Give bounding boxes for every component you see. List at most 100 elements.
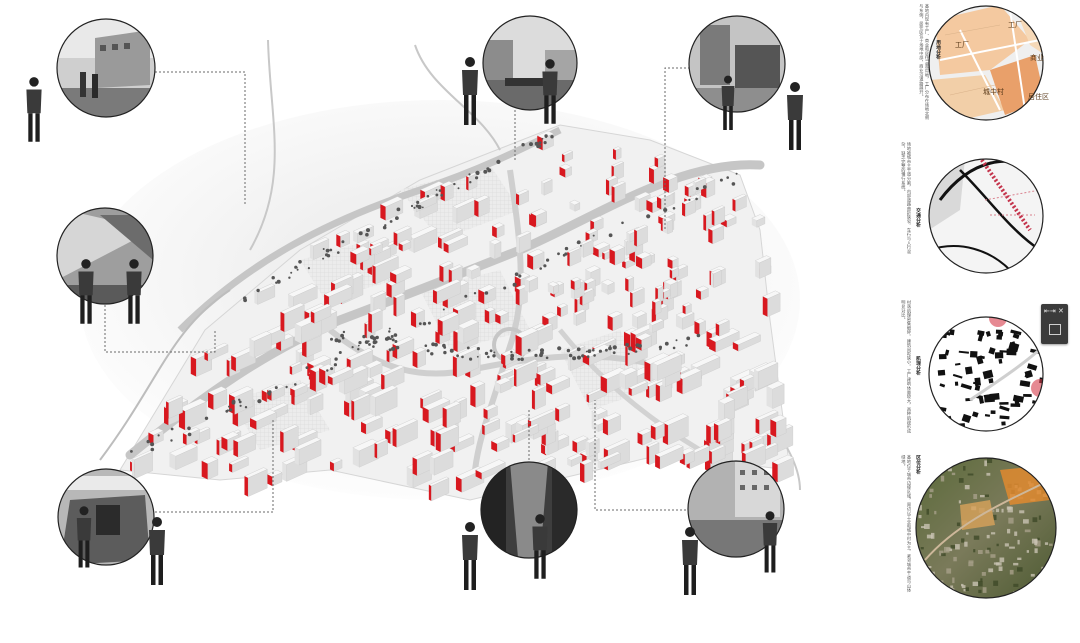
tree-dot: [443, 350, 447, 355]
tree-dot: [589, 349, 592, 352]
tree-dot: [568, 353, 573, 358]
tree-dot: [257, 399, 262, 404]
tree-dot: [305, 366, 309, 369]
tree-dot: [469, 357, 473, 361]
tree-dot: [609, 345, 612, 347]
building-block: [131, 450, 154, 480]
side-text-texture: 村落肌理密集细碎，建筑间距狭小，工厂建筑体量较大，两种肌理形成明显对比。: [901, 300, 912, 433]
tree-dot: [719, 178, 723, 182]
window-icon[interactable]: [1049, 324, 1061, 335]
tree-dot: [430, 352, 434, 356]
tree-dot: [296, 266, 298, 269]
tree-dot: [394, 340, 398, 343]
tree-dot: [382, 225, 387, 230]
building-block: [207, 386, 228, 411]
building-block: [611, 161, 625, 182]
tree-dot: [518, 274, 522, 278]
building-block: [732, 331, 761, 352]
tree-dot: [564, 246, 569, 251]
tree-dot: [358, 231, 363, 236]
tree-dot: [646, 214, 651, 219]
tree-dot: [592, 234, 595, 237]
building-block: [559, 163, 573, 178]
tree-dot: [228, 408, 233, 412]
building-block: [380, 365, 405, 391]
building-block: [310, 303, 332, 324]
building-block: [279, 424, 299, 453]
building-block: [372, 254, 399, 285]
tree-dot: [517, 357, 521, 361]
tree-dot: [635, 350, 638, 353]
tree-dot: [469, 181, 472, 184]
tree-dot: [440, 193, 444, 197]
tree-dot: [537, 144, 542, 148]
tree-dot: [608, 233, 613, 238]
tree-dot: [256, 288, 260, 293]
side-title-traffic: 交通分析: [915, 208, 920, 228]
building-block: [695, 285, 709, 301]
close-icon[interactable]: ✕: [1058, 308, 1064, 315]
tree-dot: [658, 345, 663, 349]
tree-dot: [663, 207, 668, 213]
tree-dot: [393, 333, 398, 337]
building-block: [178, 398, 207, 431]
tree-dot: [388, 327, 391, 330]
tree-dot: [486, 167, 490, 171]
tree-dot: [357, 348, 360, 351]
axonometric-site: [99, 39, 801, 504]
building-block: [201, 456, 219, 480]
side-text-landuse: 基地内现有工厂、商业和居住三类用地，工厂分布在场地北侧与东侧，居住区位于场地中部…: [919, 4, 930, 120]
tree-dot: [520, 357, 524, 362]
building-block: [481, 417, 501, 436]
floating-tool-panel[interactable]: ⇤⇥ ✕: [1041, 304, 1068, 344]
building-block: [762, 290, 781, 318]
tree-dot: [341, 240, 345, 244]
building-block: [561, 150, 574, 163]
side-text-traffic: 场地被城市主干道分割，内部道路曲折狭窄，车行与人行混杂，缺乏完整的慢行系统。: [901, 142, 912, 254]
tree-dot: [695, 197, 698, 201]
building-block: [457, 318, 480, 344]
building-block: [682, 302, 692, 315]
tree-dot: [529, 142, 533, 147]
tree-dot: [612, 345, 617, 350]
tree-dot: [146, 439, 150, 444]
building-block: [707, 223, 725, 245]
building-block: [437, 311, 460, 337]
building-block: [572, 309, 587, 327]
tree-dot: [539, 352, 543, 356]
photo-circle-top-center: [482, 15, 578, 111]
building-block: [535, 366, 556, 386]
tree-dot: [577, 355, 581, 360]
tree-dot: [421, 206, 424, 209]
building-block: [419, 389, 442, 410]
tree-dot: [487, 355, 490, 359]
person-figure: [462, 57, 478, 125]
building-block: [491, 222, 505, 239]
tree-dot: [340, 333, 344, 338]
building-block: [556, 303, 568, 318]
tree-dot: [576, 347, 581, 352]
tree-dot: [358, 341, 362, 345]
building-block: [515, 189, 530, 206]
tree-dot: [514, 272, 519, 277]
tree-dot: [364, 340, 369, 344]
tree-dot: [334, 338, 339, 343]
tree-dot: [493, 351, 496, 354]
tree-dot: [538, 141, 542, 145]
building-block: [488, 238, 502, 260]
tree-dot: [422, 322, 427, 326]
expand-icon[interactable]: ⇤⇥: [1044, 308, 1056, 315]
photo-circle-bottom-center: [480, 461, 578, 559]
building-block: [367, 242, 384, 256]
building-block: [554, 402, 571, 423]
tree-dot: [695, 187, 699, 191]
photo-circle-top-left: [56, 18, 156, 118]
building-block: [465, 172, 478, 191]
tree-dot: [342, 330, 346, 334]
tree-dot: [424, 344, 428, 348]
tree-dot: [576, 241, 580, 244]
tree-dot: [545, 356, 549, 360]
building-block: [327, 366, 354, 386]
tree-dot: [338, 351, 342, 354]
